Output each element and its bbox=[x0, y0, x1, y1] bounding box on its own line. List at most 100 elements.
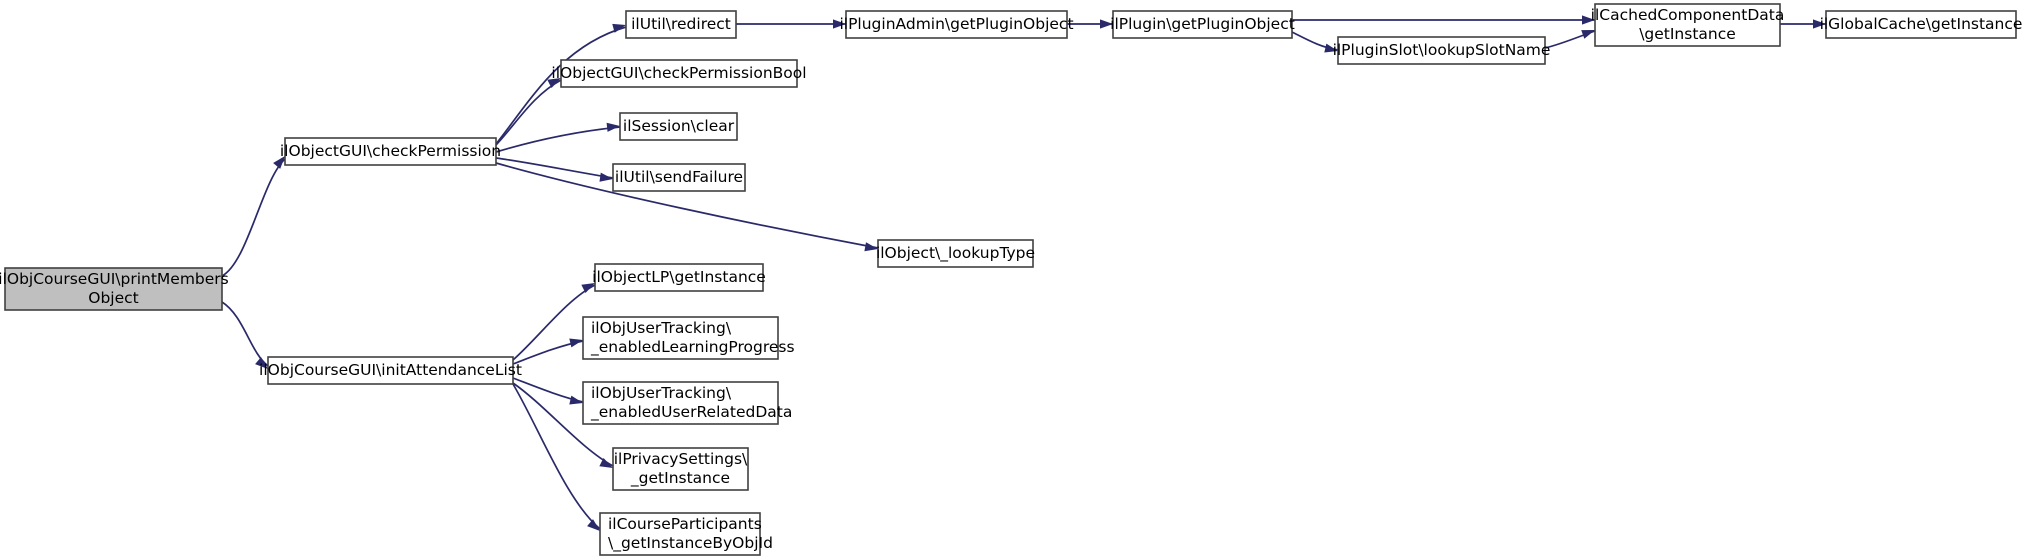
node-label-line: ilUtil\sendFailure bbox=[615, 168, 743, 186]
node-box[interactable] bbox=[612, 447, 749, 491]
node-label-line: ilObjCourseGUI\printMembers bbox=[0, 270, 229, 288]
node-label-line: ilObject\_lookupType bbox=[876, 244, 1035, 263]
graph-node-lookupType[interactable]: ilObject\_lookupType bbox=[876, 239, 1035, 268]
call-edge bbox=[495, 78, 562, 146]
node-label-line: _enabledUserRelatedData bbox=[590, 403, 792, 422]
node-box[interactable] bbox=[594, 263, 764, 292]
edge-arrowhead bbox=[569, 395, 583, 405]
call-edge bbox=[495, 122, 621, 153]
node-box[interactable] bbox=[284, 137, 497, 166]
node-label-line: ilPlugin\getPluginObject bbox=[1110, 15, 1295, 33]
node-box[interactable] bbox=[625, 10, 737, 39]
call-edge bbox=[1780, 19, 1826, 29]
edge-arrowhead bbox=[581, 283, 595, 294]
graph-node-pluginAdminGetPluginObject[interactable]: ilPluginAdmin\getPluginObject bbox=[839, 10, 1074, 39]
node-box[interactable] bbox=[582, 316, 779, 360]
edge-arrowhead bbox=[587, 519, 600, 531]
call-edge bbox=[512, 383, 601, 531]
call-edge bbox=[495, 162, 879, 252]
node-label-line: Object bbox=[88, 289, 138, 307]
edge-line bbox=[495, 26, 627, 145]
node-box[interactable] bbox=[845, 10, 1068, 39]
node-label-line: ilCachedComponentData bbox=[1591, 6, 1785, 24]
node-box[interactable] bbox=[877, 239, 1034, 268]
edge-line bbox=[495, 162, 879, 249]
edge-arrowhead bbox=[547, 78, 561, 89]
node-label-line: ilGlobalCache\getInstance bbox=[1820, 15, 2023, 33]
edge-arrowhead bbox=[599, 457, 613, 468]
node-label-line: ilSession\clear bbox=[623, 117, 735, 135]
node-box[interactable] bbox=[619, 112, 738, 141]
node-label-line: ilObjectLP\getInstance bbox=[592, 268, 766, 286]
node-label-line: ilObjectGUI\checkPermission bbox=[280, 142, 501, 160]
graph-node-pluginGetPluginObject[interactable]: ilPlugin\getPluginObject bbox=[1110, 10, 1295, 39]
edge-line bbox=[221, 301, 269, 367]
node-label-line: ilObjUserTracking\ bbox=[591, 319, 732, 337]
node-box[interactable] bbox=[1112, 10, 1293, 39]
node-label-line: ilPluginAdmin\getPluginObject bbox=[839, 15, 1073, 33]
node-box[interactable] bbox=[612, 163, 746, 192]
call-edge bbox=[512, 283, 596, 361]
call-edge bbox=[1292, 15, 1595, 25]
edge-line bbox=[495, 126, 621, 153]
graph-node-cachedComponentDataGetInstance[interactable]: ilCachedComponentData\getInstance bbox=[1591, 3, 1785, 47]
graph-node-checkPermission[interactable]: ilObjectGUI\checkPermission bbox=[280, 137, 501, 166]
call-edge bbox=[495, 157, 614, 182]
graph-node-enabledUserRelatedData[interactable]: ilObjUserTracking\_enabledUserRelatedDat… bbox=[582, 381, 792, 425]
node-box[interactable] bbox=[1337, 36, 1546, 65]
edge-line bbox=[495, 79, 562, 146]
edge-arrowhead bbox=[606, 122, 620, 132]
graph-node-sessionClear[interactable]: ilSession\clear bbox=[619, 112, 738, 141]
edge-arrowhead bbox=[599, 172, 613, 182]
edge-line bbox=[221, 158, 286, 277]
node-label-line: ilUtil\redirect bbox=[631, 15, 731, 33]
edge-arrowhead bbox=[255, 357, 268, 369]
graph-node-privacySettingsGetInstance[interactable]: ilPrivacySettings\_getInstance bbox=[612, 447, 749, 491]
node-box[interactable] bbox=[1825, 10, 2017, 39]
call-edge bbox=[495, 23, 627, 145]
graph-node-pluginSlotLookupSlotName[interactable]: ilPluginSlot\lookupSlotName bbox=[1333, 36, 1551, 65]
node-label-line: ilPrivacySettings\ bbox=[614, 450, 748, 468]
edge-arrowhead bbox=[273, 156, 285, 169]
graph-node-objectLPgetInstance[interactable]: ilObjectLP\getInstance bbox=[592, 263, 766, 292]
graph-node-courseParticipantsGetInstanceByObjId[interactable]: ilCourseParticipants\_getInstanceByObjId bbox=[599, 512, 773, 556]
edge-arrowhead bbox=[1324, 43, 1338, 53]
node-box[interactable] bbox=[560, 59, 798, 88]
graph-node-checkPermissionBool[interactable]: ilObjectGUI\checkPermissionBool bbox=[551, 59, 807, 88]
node-label-line: ilObjectGUI\checkPermissionBool bbox=[551, 64, 806, 82]
graph-node-redirect[interactable]: ilUtil\redirect bbox=[625, 10, 737, 39]
graph-node-globalCacheGetInstance[interactable]: ilGlobalCache\getInstance bbox=[1820, 10, 2023, 39]
call-edge bbox=[221, 156, 286, 277]
edge-arrowhead bbox=[1581, 30, 1595, 39]
edge-arrowhead bbox=[612, 23, 626, 33]
call-edge bbox=[221, 301, 269, 369]
node-box[interactable] bbox=[267, 356, 514, 385]
call-edge bbox=[1067, 19, 1113, 29]
node-label-line: _enabledLearningProgress bbox=[590, 338, 795, 357]
graph-node-sendFailure[interactable]: ilUtil\sendFailure bbox=[612, 163, 746, 192]
call-edge bbox=[512, 382, 614, 468]
call-edge bbox=[736, 19, 846, 29]
node-box[interactable] bbox=[4, 267, 223, 311]
graph-node-enabledLearningProgress[interactable]: ilObjUserTracking\_enabledLearningProgre… bbox=[582, 316, 795, 360]
edge-arrowhead bbox=[1582, 15, 1595, 25]
node-label-line: ilCourseParticipants bbox=[608, 515, 762, 533]
edge-arrowhead bbox=[1813, 19, 1826, 29]
edge-arrowhead bbox=[864, 242, 878, 252]
call-edge bbox=[512, 338, 584, 365]
node-box[interactable] bbox=[1594, 3, 1781, 47]
node-label-line: \_getInstanceByObjId bbox=[608, 534, 773, 553]
graph-node-initAttendanceList[interactable]: ilObjCourseGUI\initAttendanceList bbox=[259, 356, 522, 385]
call-edge bbox=[1291, 31, 1339, 53]
edge-arrowhead bbox=[569, 338, 583, 348]
node-box[interactable] bbox=[582, 381, 779, 425]
edge-arrowhead bbox=[1100, 19, 1113, 29]
edge-line bbox=[512, 382, 614, 467]
node-label-line: ilPluginSlot\lookupSlotName bbox=[1333, 41, 1551, 59]
node-box[interactable] bbox=[599, 512, 761, 556]
node-label-line: ilObjUserTracking\ bbox=[591, 384, 732, 402]
